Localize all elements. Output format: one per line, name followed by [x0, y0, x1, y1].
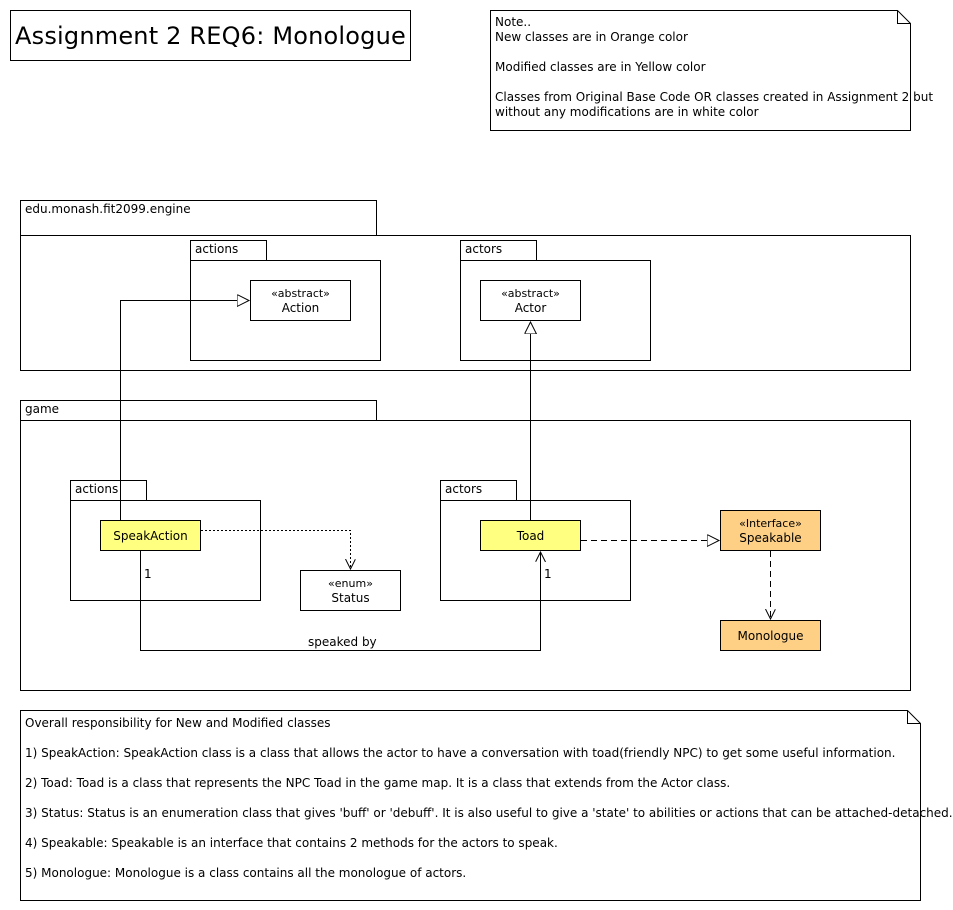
class-actor-stereotype: «abstract»: [501, 286, 560, 300]
dependency-speakaction-status: [201, 530, 351, 570]
class-monologue: Monologue: [720, 620, 821, 651]
uml-diagram: Assignment 2 REQ6: Monologue Note.. New …: [10, 0, 953, 901]
enum-status: «enum» Status: [300, 570, 401, 611]
class-toad: Toad: [480, 520, 581, 551]
title-box: Assignment 2 REQ6: Monologue: [10, 10, 411, 61]
note-line-modified: Modified classes are in Yellow color: [495, 60, 706, 74]
diagram-title: Assignment 2 REQ6: Monologue: [15, 21, 406, 50]
responsibility-item: 5) Monologue: Monologue is a class conta…: [25, 866, 467, 880]
package-name-game: game: [25, 402, 60, 416]
class-actor: «abstract» Actor: [480, 280, 581, 321]
association-speakaction-toad: [140, 551, 541, 651]
connector-overlay: [120, 0, 930, 651]
multiplicity-speakaction: 1: [144, 567, 152, 581]
responsibility-note: Overall responsibility for New and Modif…: [25, 716, 953, 881]
package-tab-game-actors: actors: [440, 480, 517, 501]
responsibility-note-shape: [20, 710, 921, 901]
interface-speakable: «Interface» Speakable: [720, 510, 821, 551]
class-action: «abstract» Action: [250, 280, 351, 321]
package-name-engine: edu.monash.fit2099.engine: [25, 202, 191, 216]
enum-status-name: Status: [331, 590, 370, 605]
interface-speakable-stereotype: «Interface»: [739, 516, 802, 530]
class-action-stereotype: «abstract»: [271, 286, 330, 300]
class-action-name: Action: [281, 300, 320, 315]
class-monologue-name: Monologue: [737, 628, 804, 643]
note-line-original: Classes from Original Base Code OR class…: [495, 90, 934, 104]
class-toad-name: Toad: [516, 528, 545, 543]
class-speakaction-name: SpeakAction: [113, 528, 188, 543]
note-line-new: New classes are in Orange color: [495, 30, 688, 44]
responsibility-item: 3) Status: Status is an enumeration clas…: [25, 806, 953, 820]
responsibility-item: 1) SpeakAction: SpeakAction class is a c…: [25, 746, 896, 760]
class-actor-name: Actor: [514, 300, 547, 315]
package-name-game-actions: actions: [75, 482, 119, 496]
class-speakaction: SpeakAction: [100, 520, 201, 551]
note-line-original-cont: without any modifications are in white c…: [495, 105, 759, 119]
multiplicity-toad: 1: [544, 567, 552, 581]
association-label: speaked by: [308, 635, 377, 649]
interface-speakable-name: Speakable: [739, 530, 802, 545]
responsibility-heading: Overall responsibility for New and Modif…: [25, 716, 331, 730]
enum-status-stereotype: «enum»: [328, 576, 373, 590]
package-name-game-actors: actors: [445, 482, 483, 496]
responsibility-item: 4) Speakable: Speakable is an interface …: [25, 836, 558, 850]
responsibility-item: 2) Toad: Toad is a class that represents…: [25, 776, 731, 790]
package-tab-engine-actors: actors: [460, 240, 537, 261]
package-name-engine-actions: actions: [195, 242, 239, 256]
generalization-speakaction-action: [120, 301, 250, 520]
package-name-engine-actors: actors: [465, 242, 503, 256]
note-heading: Note..: [495, 15, 532, 29]
legend-note: Note.. New classes are in Orange color M…: [495, 15, 933, 120]
note-shape: [490, 10, 911, 131]
